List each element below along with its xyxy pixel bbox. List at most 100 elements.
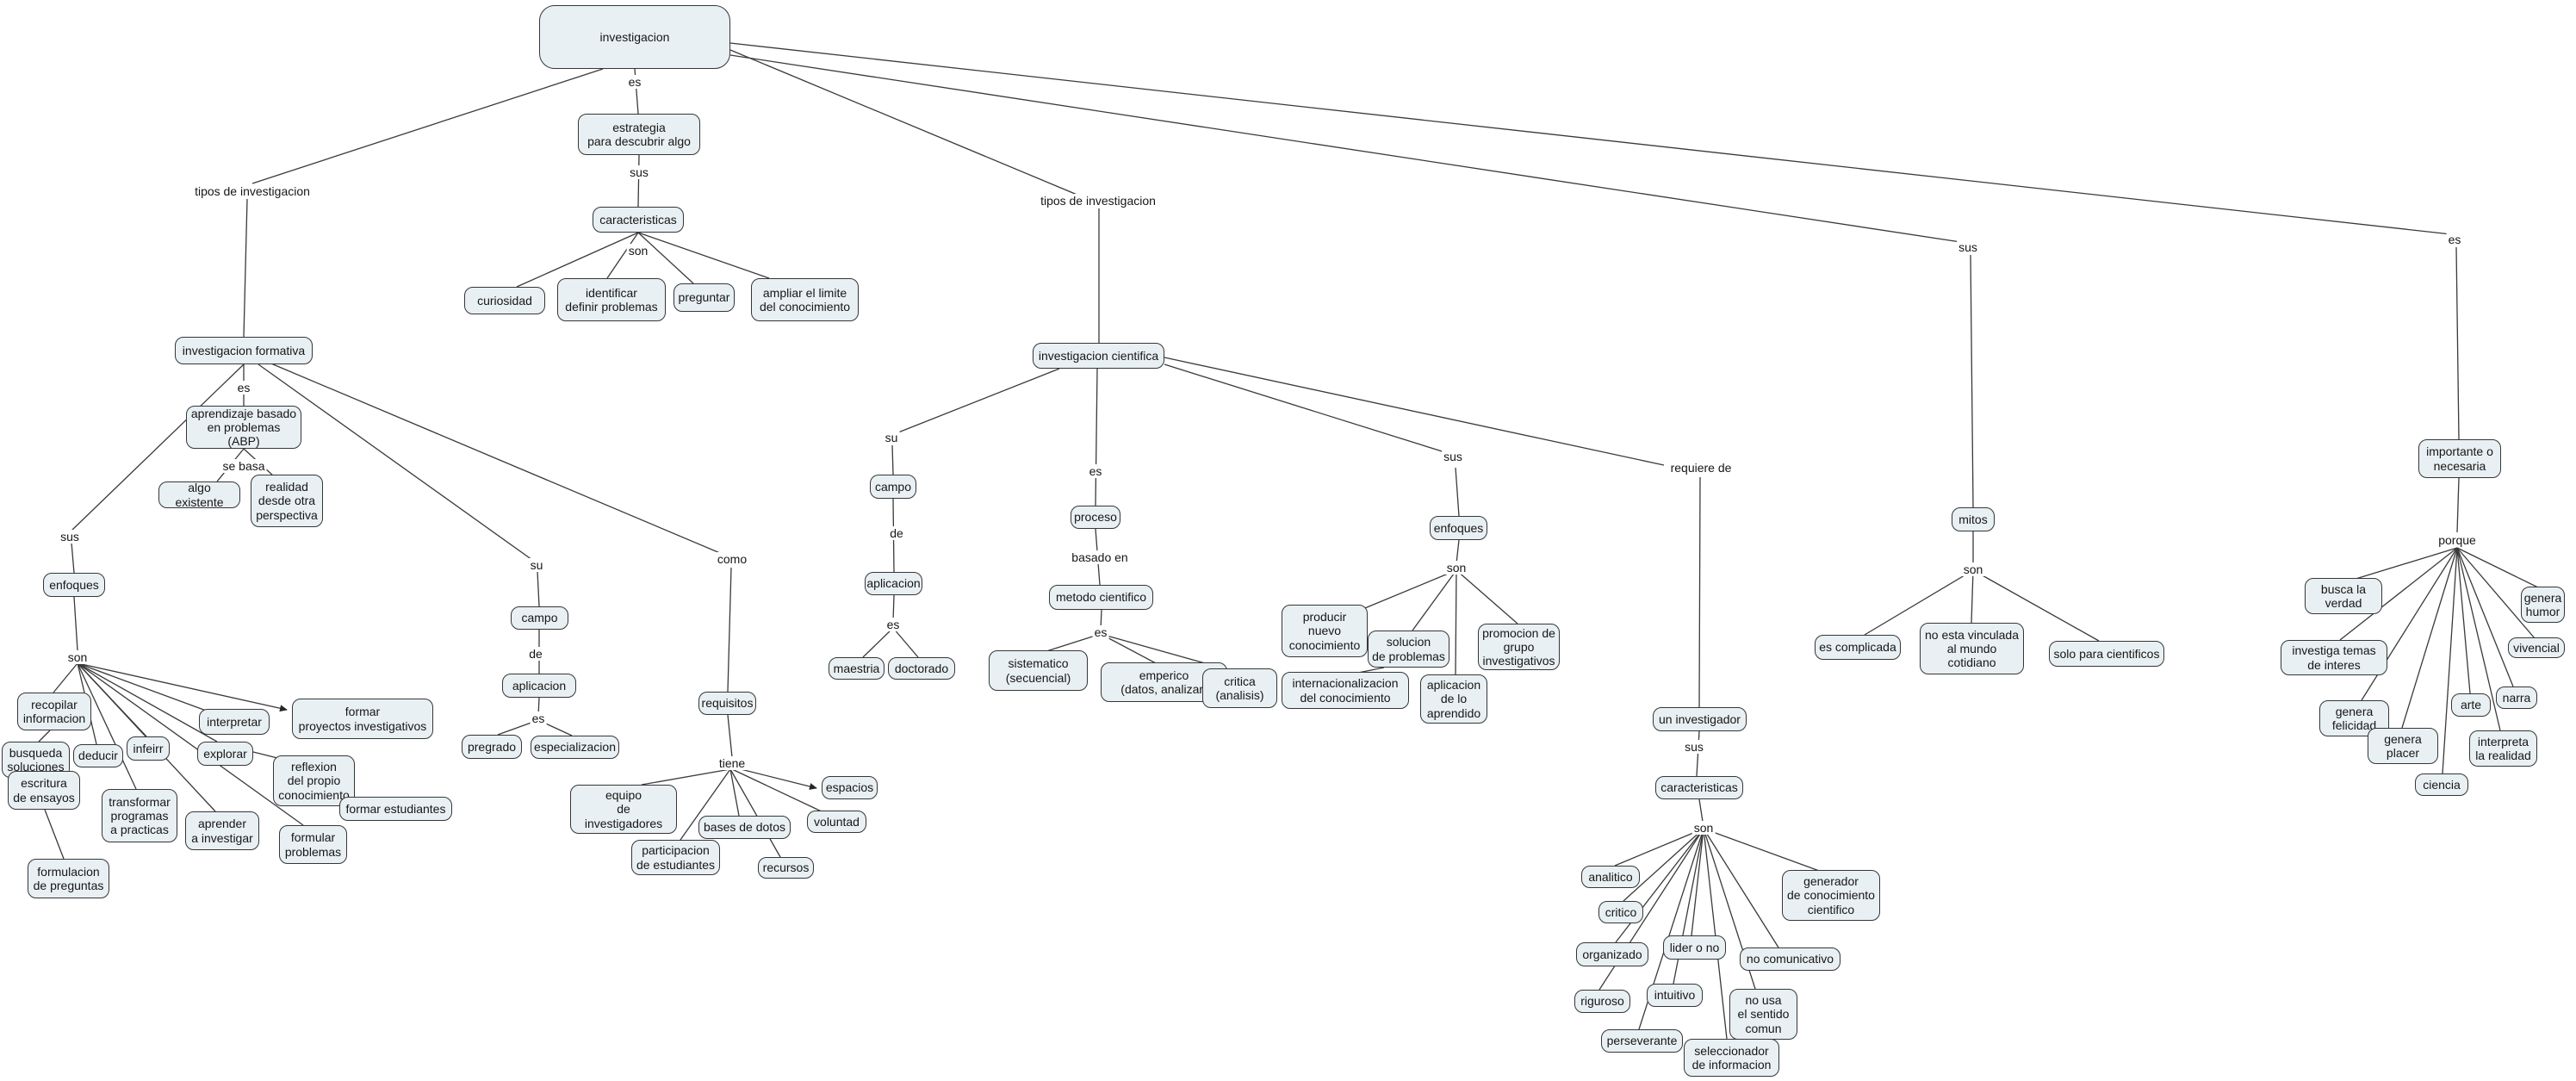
concept-node-estrategia[interactable]: estrategia para descubrir algo <box>578 114 700 155</box>
concept-node-participacion-de-estudiantes[interactable]: participacion de estudiantes <box>631 840 720 875</box>
linking-phrase-se-basa[interactable]: se basa <box>220 459 267 473</box>
concept-node-no-comunicativo[interactable]: no comunicativo <box>1740 947 1840 971</box>
concept-node-ciencia[interactable]: ciencia <box>2415 773 2468 796</box>
concept-node-bases-de-dotos[interactable]: bases de dotos <box>698 816 791 839</box>
linking-phrase-de-campo-centro[interactable]: de <box>888 526 905 540</box>
linking-phrase-su-formativa[interactable]: su <box>528 558 545 572</box>
concept-node-infeirr[interactable]: infeirr <box>127 736 170 761</box>
linking-phrase-de-campo-izq[interactable]: de <box>527 647 544 661</box>
concept-node-no-usa-sentido-comun[interactable]: no usa el sentido comun <box>1729 989 1797 1040</box>
linking-phrase-tiene[interactable]: tiene <box>717 756 748 770</box>
concept-node-busqueda-soluciones[interactable]: busqueda soluciones <box>2 742 70 778</box>
linking-phrase-sus-investigador[interactable]: sus <box>1683 740 1705 754</box>
linking-phrase-tipos-de-investigacion-izq[interactable]: tipos de investigacion <box>193 184 312 198</box>
concept-node-maestria[interactable]: maestria <box>829 657 885 680</box>
concept-node-proceso[interactable]: proceso <box>1071 506 1120 529</box>
concept-node-formar-estudiantes[interactable]: formar estudiantes <box>339 797 452 821</box>
concept-node-formar-proyectos-investigativos[interactable]: formar proyectos investigativos <box>292 699 433 739</box>
concept-node-deducir[interactable]: deducir <box>73 744 123 767</box>
concept-node-generador-conocimiento[interactable]: generador de conocimiento cientifico <box>1782 870 1880 921</box>
concept-node-requisitos[interactable]: requisitos <box>698 692 756 715</box>
linking-phrase-es-formativa[interactable]: es <box>235 381 252 395</box>
linking-phrase-es-aplicacion-centro[interactable]: es <box>885 618 902 631</box>
concept-node-riguroso[interactable]: riguroso <box>1574 990 1630 1013</box>
concept-node-campo-formativa[interactable]: campo <box>511 606 568 630</box>
concept-node-importante-o-necesaria[interactable]: importante o necesaria <box>2418 439 2501 478</box>
concept-node-realidad-otra-perspectiva[interactable]: realidad desde otra perspectiva <box>251 475 323 527</box>
linking-phrase-es-importante[interactable]: es <box>2446 233 2463 246</box>
linking-phrase-es-aplicacion-izq[interactable]: es <box>530 711 547 725</box>
concept-node-preguntar[interactable]: preguntar <box>673 283 735 312</box>
linking-phrase-tipos-de-investigacion-centro[interactable]: tipos de investigacion <box>1039 194 1158 208</box>
concept-node-algo-existente[interactable]: algo existente <box>158 481 240 509</box>
concept-node-arte[interactable]: arte <box>2451 693 2491 717</box>
concept-node-recopilar-informacion[interactable]: recopilar informacion <box>17 693 91 730</box>
concept-node-intuitivo[interactable]: intuitivo <box>1647 984 1703 1007</box>
concept-node-perseverante[interactable]: perseverante <box>1601 1029 1683 1053</box>
concept-node-metodo-cientifico[interactable]: metodo cientifico <box>1049 585 1153 610</box>
concept-node-interpreta-la-realidad[interactable]: interpreta la realidad <box>2469 730 2537 767</box>
concept-node-solo-para-cientificos[interactable]: solo para cientificos <box>2049 641 2164 667</box>
concept-node-es-complicada[interactable]: es complicada <box>1815 635 1901 660</box>
linking-phrase-requiere-de[interactable]: requiere de <box>1668 461 1734 475</box>
concept-node-escritura-de-ensayos[interactable]: escritura de ensayos <box>8 771 80 810</box>
concept-node-caracteristicas[interactable]: caracteristicas <box>593 207 684 233</box>
linking-phrase-es-root[interactable]: es <box>626 75 643 89</box>
concept-node-enfoques-formativa[interactable]: enfoques <box>43 573 105 597</box>
linking-phrase-su-cientifica[interactable]: su <box>883 431 900 444</box>
linking-phrase-sus-mitos[interactable]: sus <box>1957 240 1979 254</box>
concept-node-aplicacion-cientifica[interactable]: aplicacion <box>865 572 922 595</box>
concept-node-promocion-grupo[interactable]: promocion de grupo investigativos <box>1478 624 1560 670</box>
linking-phrase-sus-izq[interactable]: sus <box>59 530 81 544</box>
linking-phrase-es-metodo[interactable]: es <box>1092 625 1109 639</box>
concept-node-genera-placer[interactable]: genera placer <box>2368 728 2438 764</box>
concept-node-critica-analisis[interactable]: critica (analisis) <box>1202 668 1277 708</box>
concept-node-aplicacion-de-lo-aprendido[interactable]: aplicacion de lo aprendido <box>1420 674 1487 724</box>
linking-phrase-son-investigador[interactable]: son <box>1691 821 1716 835</box>
concept-node-interpretar[interactable]: interpretar <box>199 709 270 735</box>
concept-node-genera-felicidad[interactable]: genera felicidad <box>2319 700 2389 736</box>
linking-phrase-como[interactable]: como <box>715 552 749 566</box>
linking-phrase-son-caracteristicas[interactable]: son <box>626 244 650 258</box>
concept-node-solucion-de-problemas[interactable]: solucion de problemas <box>1368 631 1449 668</box>
concept-node-investigacion-formativa[interactable]: investigacion formativa <box>175 337 313 364</box>
concept-node-aprender-a-investigar[interactable]: aprender a investigar <box>185 811 259 850</box>
concept-node-genera-humor[interactable]: genera humor <box>2521 587 2565 623</box>
concept-node-no-esta-vinculada[interactable]: no esta vinculada al mundo cotidiano <box>1920 623 2024 674</box>
concept-node-explorar[interactable]: explorar <box>197 742 253 766</box>
concept-node-recursos[interactable]: recursos <box>758 857 814 879</box>
concept-node-campo-cientifica[interactable]: campo <box>870 475 916 499</box>
concept-node-transformar-programas[interactable]: transformar programas a practicas <box>102 789 177 842</box>
concept-node-formulacion-de-preguntas[interactable]: formulacion de preguntas <box>28 859 109 898</box>
concept-node-vivencial[interactable]: vivencial <box>2508 637 2565 658</box>
concept-node-reflexion-propio-conocimiento[interactable]: reflexion del propio conocimiento <box>273 755 355 806</box>
concept-node-producir-nuevo-conocimiento[interactable]: producir nuevo conocimiento <box>1282 605 1368 657</box>
concept-node-investigacion-cientifica[interactable]: investigacion cientifica <box>1033 343 1164 369</box>
concept-node-abp[interactable]: aprendizaje basado en problemas (ABP) <box>186 406 301 449</box>
concept-node-pregrado[interactable]: pregrado <box>462 735 522 759</box>
concept-node-seleccionador-de-informacion[interactable]: seleccionador de informacion <box>1684 1039 1779 1077</box>
concept-node-investiga-temas-de-interes[interactable]: investiga temas de interes <box>2281 640 2387 675</box>
linking-phrase-son-enfoques[interactable]: son <box>1444 561 1468 575</box>
linking-phrase-sus-root[interactable]: sus <box>628 165 650 179</box>
concept-node-equipo-de-investigadores[interactable]: equipo de investigadores <box>570 785 677 834</box>
concept-node-investigacion[interactable]: investigacion <box>539 5 730 69</box>
concept-node-organizado[interactable]: organizado <box>1576 942 1648 966</box>
concept-node-aplicacion-formativa[interactable]: aplicacion <box>502 674 576 698</box>
concept-node-espacios[interactable]: espacios <box>822 776 878 799</box>
concept-node-critico[interactable]: critico <box>1598 901 1643 923</box>
linking-phrase-son-mitos[interactable]: son <box>1961 562 1985 576</box>
concept-node-lider-o-no[interactable]: lider o no <box>1663 935 1726 960</box>
linking-phrase-son-izq[interactable]: son <box>65 650 90 664</box>
concept-node-internacionalizacion[interactable]: internacionalizacion del conocimiento <box>1282 672 1409 709</box>
linking-phrase-porque[interactable]: porque <box>2436 533 2478 547</box>
concept-node-doctorado[interactable]: doctorado <box>888 657 955 680</box>
linking-phrase-es-cientifica[interactable]: es <box>1087 464 1104 478</box>
concept-node-ampliar-limite[interactable]: ampliar el limite del conocimiento <box>751 278 859 321</box>
concept-node-analitico[interactable]: analitico <box>1581 866 1640 888</box>
concept-node-enfoques-cientifica[interactable]: enfoques <box>1430 516 1487 540</box>
linking-phrase-basado-en[interactable]: basado en <box>1070 550 1130 564</box>
concept-node-especializacion[interactable]: especializacion <box>531 736 619 759</box>
concept-node-narra[interactable]: narra <box>2496 686 2537 709</box>
linking-phrase-sus-enfoques[interactable]: sus <box>1442 450 1464 463</box>
